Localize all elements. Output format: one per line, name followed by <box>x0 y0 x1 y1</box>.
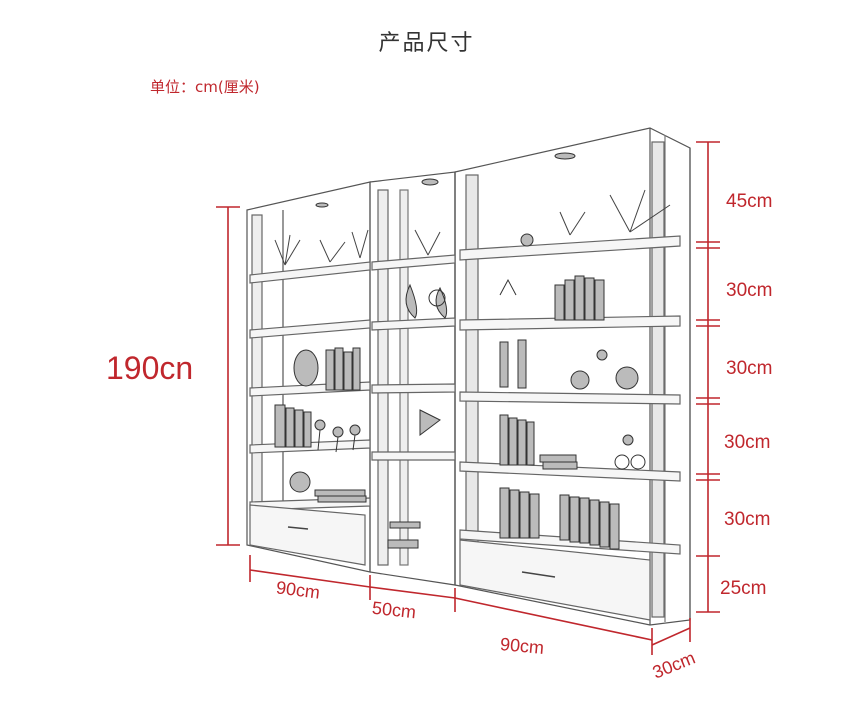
shelf-height-label-2: 30cm <box>726 280 773 301</box>
drawer-handles <box>287 526 556 578</box>
shelf-height-label-1: 45cm <box>726 191 773 212</box>
middle-width-label: 50cm <box>371 597 417 623</box>
shelf-height-label-5: 30cm <box>724 509 771 530</box>
unit-label: 单位：cm(厘米) <box>150 78 260 96</box>
right-width-label: 90cm <box>499 634 545 658</box>
shelf-height-label-3: 30cm <box>726 358 773 379</box>
page-title: 产品尺寸 <box>378 31 475 56</box>
total-height-label: 190cn <box>106 350 194 386</box>
shelf-height-label-4: 30cm <box>724 432 771 453</box>
shelf-decor <box>274 152 671 550</box>
dimension-lines <box>216 141 720 655</box>
shelves <box>249 235 681 621</box>
shelf-height-label-6: 25cm <box>720 578 767 599</box>
